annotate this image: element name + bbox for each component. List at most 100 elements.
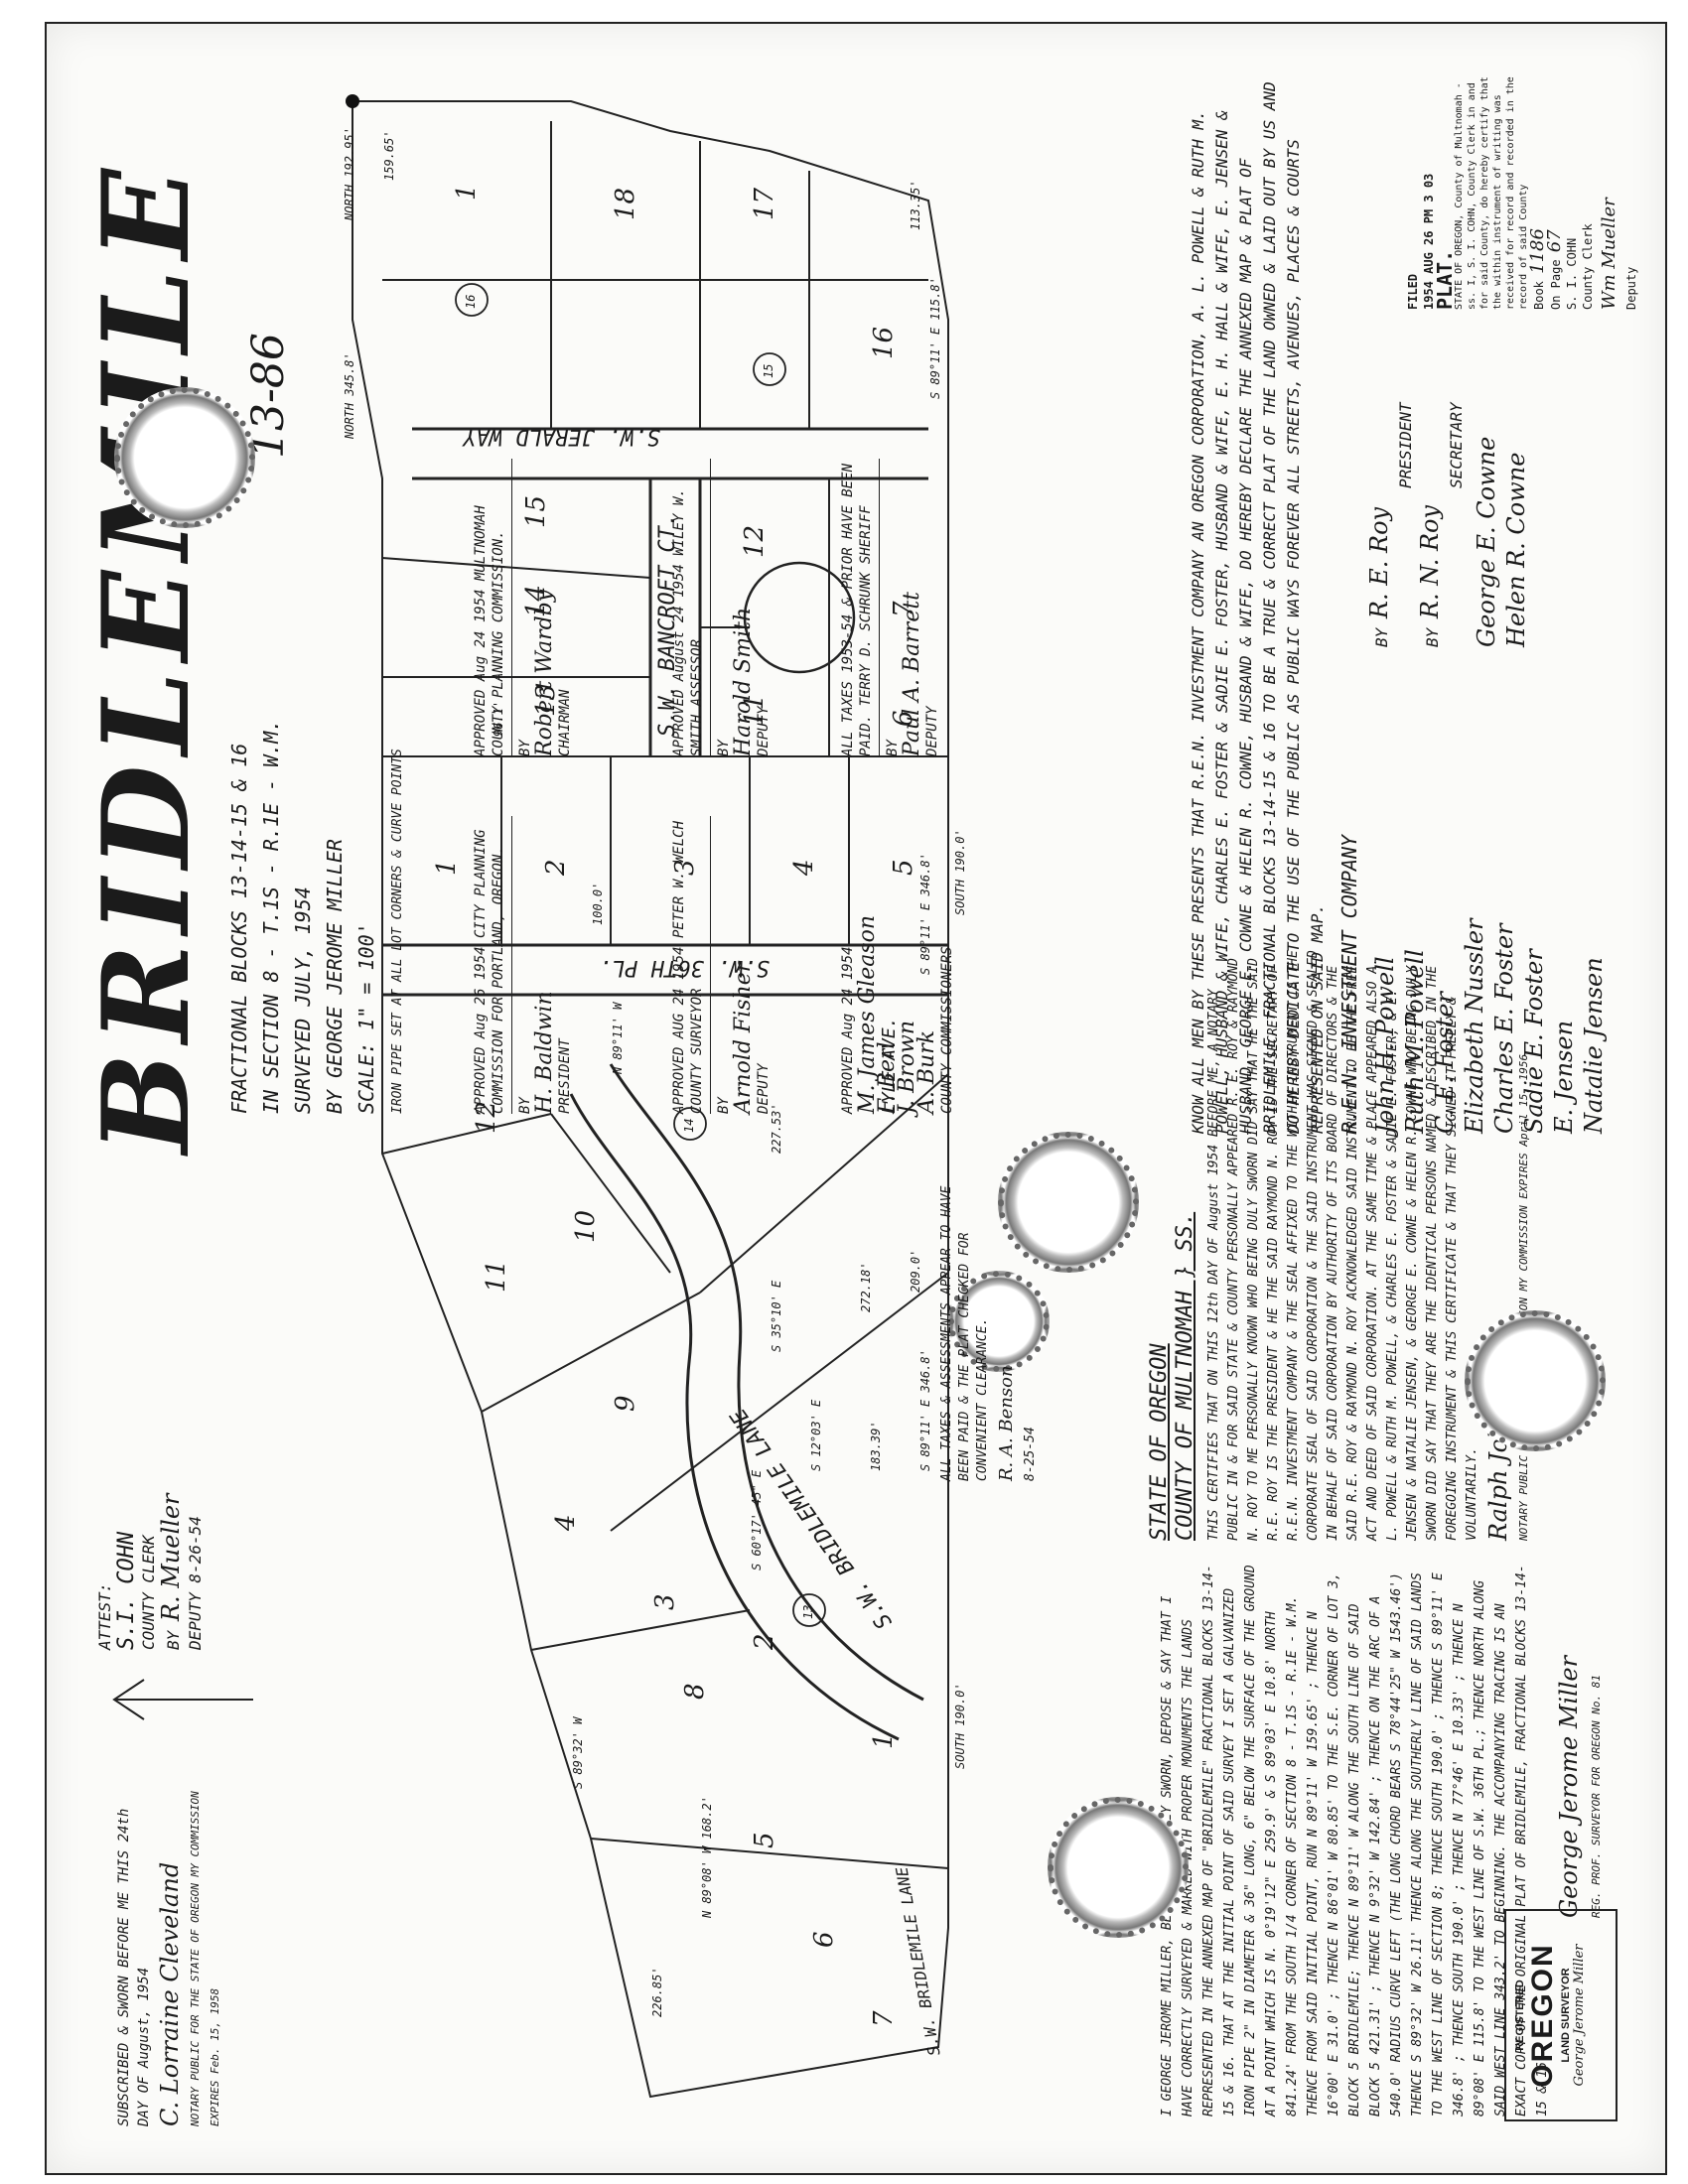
recording-book-label: Book: [1532, 281, 1546, 310]
clerk-attest: ATTEST: S.I. COHN COUNTY CLERK BY R. Mue…: [94, 1352, 207, 1651]
block-number: 13: [801, 1604, 815, 1619]
block-number: 15: [762, 363, 775, 378]
surveyor-footer: REG. PROF. SURVEYOR FOR OREGON No. 81: [1590, 1674, 1603, 1918]
plat-title-line: BY GEORGE JEROME MILLER: [323, 839, 347, 1114]
dimension-label: 272.18': [859, 1262, 873, 1312]
surveyor-body: I GEORGE JEROME MILLER, BEING FIRST DULY…: [1160, 1565, 1550, 2116]
lot-number: 1: [432, 859, 462, 876]
recording-stamp: FILED 1954 AUG 26 PM 3 03 PLAT. STATE OF…: [1405, 62, 1639, 310]
county-surveyor-approval: APPROVED AUG 24 1954 PETER W. WELCH COUN…: [670, 816, 773, 1114]
lot-number: 1: [869, 1732, 899, 1749]
lot-number: 6: [809, 1931, 839, 1948]
stamp-line: REGISTERED: [1514, 1979, 1526, 2051]
recording-clerk: S. I. COHN: [1565, 237, 1579, 310]
dimension-label: NORTH 345.8': [343, 352, 356, 439]
dimension-label: S 89°11' E 115.8': [928, 277, 942, 399]
lot-number: 4: [551, 1514, 581, 1531]
notary-state: STATE OF OREGON: [1147, 1343, 1172, 1541]
lot-number: 7: [869, 2010, 899, 2027]
plat-title-line: FRACTIONAL BLOCKS 13-14-15 & 16: [227, 743, 251, 1114]
plat-title-line: IRON PIPE SET AT ALL LOT CORNERS & CURVE…: [390, 749, 405, 1114]
bridlemile-lane-curve: [569, 1093, 900, 1741]
approval-text: APPROVED AUG 24 1954 PETER W. WELCH COUN…: [671, 820, 705, 1114]
notary-seal: [114, 387, 255, 528]
approval-signature: H. Baldwin: [532, 991, 557, 1114]
approval-role: DEPUTY: [756, 706, 772, 756]
lot-number: 2: [750, 1633, 779, 1650]
approval-text: ALL TAXES 1953-54 & PRIOR HAVE BEEN PAID…: [840, 463, 874, 756]
approval-text: APPROVED Aug 26 1954 CITY PLANNING COMMI…: [473, 829, 506, 1114]
dimension-label: 209.0': [909, 1249, 922, 1293]
recording-deputy: Deputy: [1624, 266, 1638, 310]
notary-seal: [1048, 1797, 1189, 1938]
stamp-signature: George Jerome Miller: [1572, 1944, 1587, 2087]
attest-label: ATTEST:: [95, 1582, 114, 1650]
city-approval: APPROVED Aug 26 1954 CITY PLANNING COMMI…: [472, 816, 574, 1114]
plat-title: BRIDLEMILE: [76, 159, 216, 1154]
lot-number: 3: [650, 1593, 680, 1610]
initial-point-monument: [346, 94, 359, 108]
dimension-label: S 60°17' 45" E: [750, 1469, 764, 1570]
lot-number: 16: [869, 326, 899, 359]
approval-role: DEPUTY: [756, 1063, 772, 1114]
surveyor-signature: George Jerome Miller: [1555, 1655, 1583, 1918]
divider: [511, 816, 512, 1114]
dimension-label: 100.0': [591, 882, 605, 925]
lot-number: 11: [482, 1259, 511, 1293]
attest-signature: R. Mueller: [157, 1493, 185, 1622]
approval-by: BY: [885, 740, 901, 756]
street-label: S.W. BRIDLEMILE LANE: [892, 1865, 944, 2058]
recording-clerk-role: County Clerk: [1581, 223, 1595, 310]
divider: [879, 459, 880, 756]
tax-note-date: 8-25-54: [1023, 1427, 1038, 1481]
county-assessor-approval: APPROVED August 24 1954 WILEY W. SMITH A…: [670, 459, 773, 756]
block-number: 14: [682, 1118, 696, 1133]
dimension-label: N 89°11' W: [611, 1002, 625, 1074]
north-arrow: [112, 1679, 253, 1720]
stamp-line: OREGON: [1526, 1943, 1559, 2088]
dimension-label: S 89°11' E 346.8': [918, 1349, 932, 1471]
recording-page: 67: [1544, 229, 1565, 253]
dimension-label: 226.85': [650, 1967, 664, 2017]
approval-role: CHAIRMAN: [557, 689, 573, 756]
plat-title-line: SURVEYED JULY, 1954: [291, 887, 315, 1114]
block-number: 16: [464, 294, 478, 309]
attest-by: BY: [164, 1630, 183, 1650]
tax-clearance-note: ALL TAXES & ASSESSMENTS APPEAR TO HAVE B…: [938, 1154, 1040, 1481]
subscribed-footer: NOTARY PUBLIC FOR THE STATE OF OREGON MY…: [189, 1791, 221, 2126]
recording-filed: FILED: [1406, 273, 1420, 310]
approval-by: BY: [716, 740, 732, 756]
lot-number: 1: [452, 184, 482, 201]
approval-role: DEPUTY: [924, 706, 940, 756]
owner-signature: E. Jensen: [1550, 1020, 1578, 1134]
approval-text: APPROVED August 24 1954 WILEY W. SMITH A…: [671, 488, 705, 756]
lot-number: 8: [680, 1683, 710, 1700]
approval-by: BY: [517, 740, 533, 756]
subscribed-signature: C. Lorraine Cleveland: [156, 1861, 184, 2126]
notary-county: COUNTY OF MULTNOMAH } SS.: [1173, 1211, 1197, 1541]
lot-number: 5: [750, 1832, 779, 1848]
tax-note-text: ALL TAXES & ASSESSMENTS APPEAR TO HAVE B…: [939, 1185, 990, 1481]
dimension-label: N 89°08' W 168.2': [700, 1796, 714, 1918]
notary-signature: Ralph Johnson: [1484, 1365, 1512, 1541]
divider: [710, 816, 711, 1114]
dimension-label: S 35°10' E: [770, 1280, 783, 1352]
attest-date: DEPUTY 8-26-54: [186, 1516, 205, 1650]
approval-by: BY: [716, 1097, 732, 1114]
divider: [710, 459, 711, 756]
approval-signature: Paul A. Barrett: [900, 591, 924, 756]
lot-number: 4: [789, 859, 819, 876]
dimension-label: 183.39': [869, 1421, 883, 1471]
plat-map: [112, 94, 949, 2099]
lot-number: 10: [571, 1209, 601, 1243]
recording-deputy-signature: Wm Mueller: [1599, 198, 1619, 310]
recording-text: STATE OF OREGON, County of Multnomah - s…: [1454, 76, 1529, 310]
dimension-label: SOUTH 190.0': [953, 1683, 967, 1769]
approval-role: PRESIDENT: [557, 1038, 573, 1114]
tax-note-signature: R. A. Benson: [996, 1365, 1017, 1481]
plat-title-line: SCALE: 1" = 100': [354, 922, 378, 1114]
county-planning-approval: APPROVED Aug 24 1954 MULTNOMAH COUNTY PL…: [472, 459, 574, 756]
by-label: BY: [1423, 627, 1442, 647]
recording-plat: PLAT.: [1433, 249, 1457, 310]
recording-page-label: On Page: [1549, 259, 1563, 310]
